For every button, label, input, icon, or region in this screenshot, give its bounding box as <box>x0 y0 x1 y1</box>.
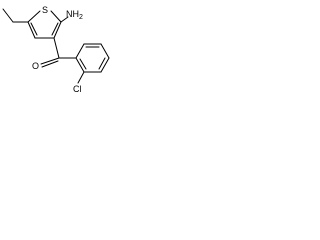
bond-ethyl-ch3-ch2 <box>2 8 14 23</box>
atom-label-amine-subscript: 2 <box>79 14 83 21</box>
bond-ar3-ar4 <box>100 57 110 73</box>
bond-ar6-ar1 <box>75 43 85 59</box>
bond-carbonyl-o <box>40 57 60 65</box>
bond-ar3-ar4-inner <box>98 57 106 70</box>
carbonyl-group <box>40 37 77 68</box>
atom-label-amine-nh: NH <box>66 9 79 19</box>
bond-ar1-ar2-inner <box>79 58 87 70</box>
ethyl-group <box>2 8 29 23</box>
bond-c2-c3-inner <box>51 22 59 36</box>
bond-ar1-ar2 <box>75 57 85 73</box>
atom-label-amine: NH2 <box>66 9 83 21</box>
atom-label-sulfur: S <box>42 5 48 15</box>
thiophene-ring <box>27 10 62 39</box>
atom-label-chlorine: Cl <box>73 84 82 94</box>
chemical-structure-diagram: S NH2 O Cl <box>2 5 110 94</box>
chlorophenyl-ring <box>75 43 110 73</box>
bond-c4-c5-inner <box>30 22 38 36</box>
bond-c5-s1 <box>27 10 41 23</box>
atom-label-oxygen: O <box>32 61 39 71</box>
bond-c3-carbonyl <box>53 37 60 59</box>
bond-s1-c2 <box>50 10 62 23</box>
bond-ar2-cl <box>77 71 85 84</box>
bond-ar4-ar5 <box>100 43 110 59</box>
bond-carbonyl-o-double <box>41 60 59 68</box>
bond-c4-c5 <box>27 21 36 39</box>
bond-c2-nh2 <box>60 16 69 23</box>
bond-c2-c3 <box>53 21 62 39</box>
